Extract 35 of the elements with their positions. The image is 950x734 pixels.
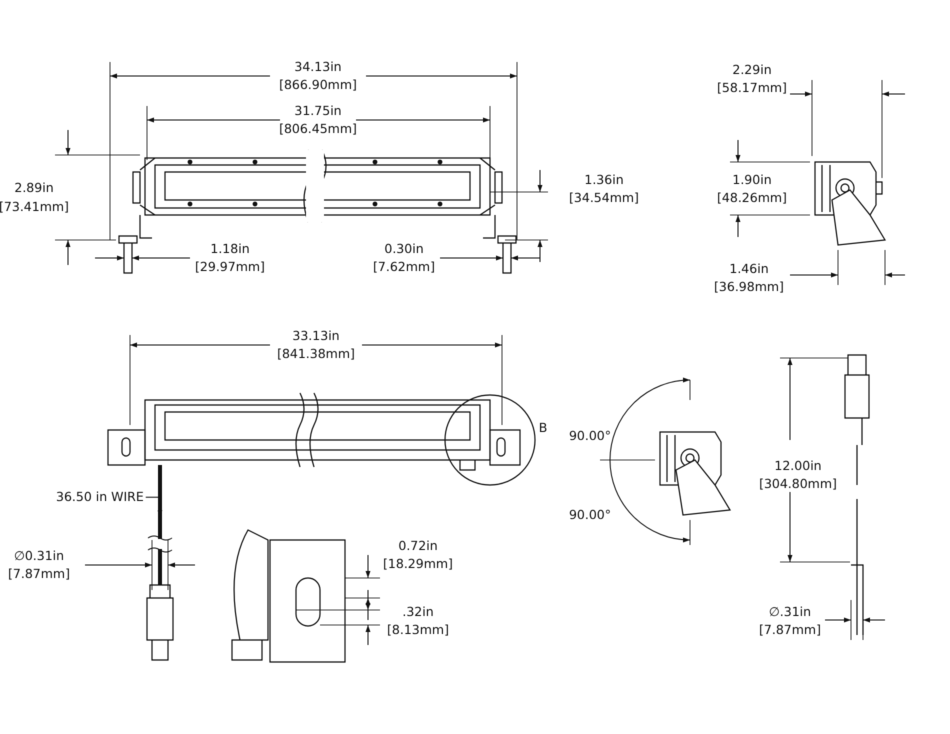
dimension-label: [29.97mm] — [195, 260, 265, 274]
dimension-label: [806.45mm] — [279, 122, 357, 136]
dimension-label: [18.29mm] — [383, 558, 453, 570]
dimension-label: 12.00in — [774, 460, 822, 472]
dimension-label: 34.13in — [294, 60, 342, 74]
dimension-label: 1.46in — [729, 262, 769, 276]
dimension-label: 31.75in — [294, 104, 342, 118]
dimension-label: [7.87mm] — [759, 624, 821, 636]
dimension-label: [36.98mm] — [714, 280, 784, 294]
dimension-label: 2.29in — [732, 64, 772, 76]
dimension-label: 33.13in — [292, 330, 340, 342]
dimension-label: 0.72in — [398, 540, 438, 552]
wire — [158, 463, 162, 587]
dimension-label: 0.30in — [384, 242, 424, 256]
dimension-label: [58.17mm] — [717, 82, 787, 94]
dimension-label: ∅0.31in — [14, 550, 64, 562]
dimension-label: 1.36in — [584, 174, 624, 186]
dimension-label: [7.87mm] — [8, 568, 70, 580]
callout-label: 36.50 in WIRE — [56, 491, 144, 504]
dimension-label: B — [538, 422, 548, 434]
dimension-label: [48.26mm] — [717, 192, 787, 204]
dimension-label: [7.62mm] — [373, 260, 435, 274]
dimension-label: [34.54mm] — [569, 192, 639, 204]
dimension-label: 2.89in — [14, 182, 54, 194]
dimension-label: .32in — [402, 606, 434, 618]
dimension-label: 90.00° — [568, 508, 612, 522]
dimension-label: [841.38mm] — [277, 348, 355, 360]
dimension-label: 1.18in — [210, 242, 250, 256]
dimension-label: 90.00° — [568, 430, 612, 442]
dimension-label: [8.13mm] — [387, 624, 449, 636]
dimension-label: [866.90mm] — [279, 78, 357, 92]
dimension-label: [304.80mm] — [759, 478, 837, 490]
dimension-label: ∅.31in — [768, 606, 812, 618]
dimension-label: 1.90in — [732, 174, 772, 186]
dimension-label: [73.41mm] — [0, 200, 69, 214]
